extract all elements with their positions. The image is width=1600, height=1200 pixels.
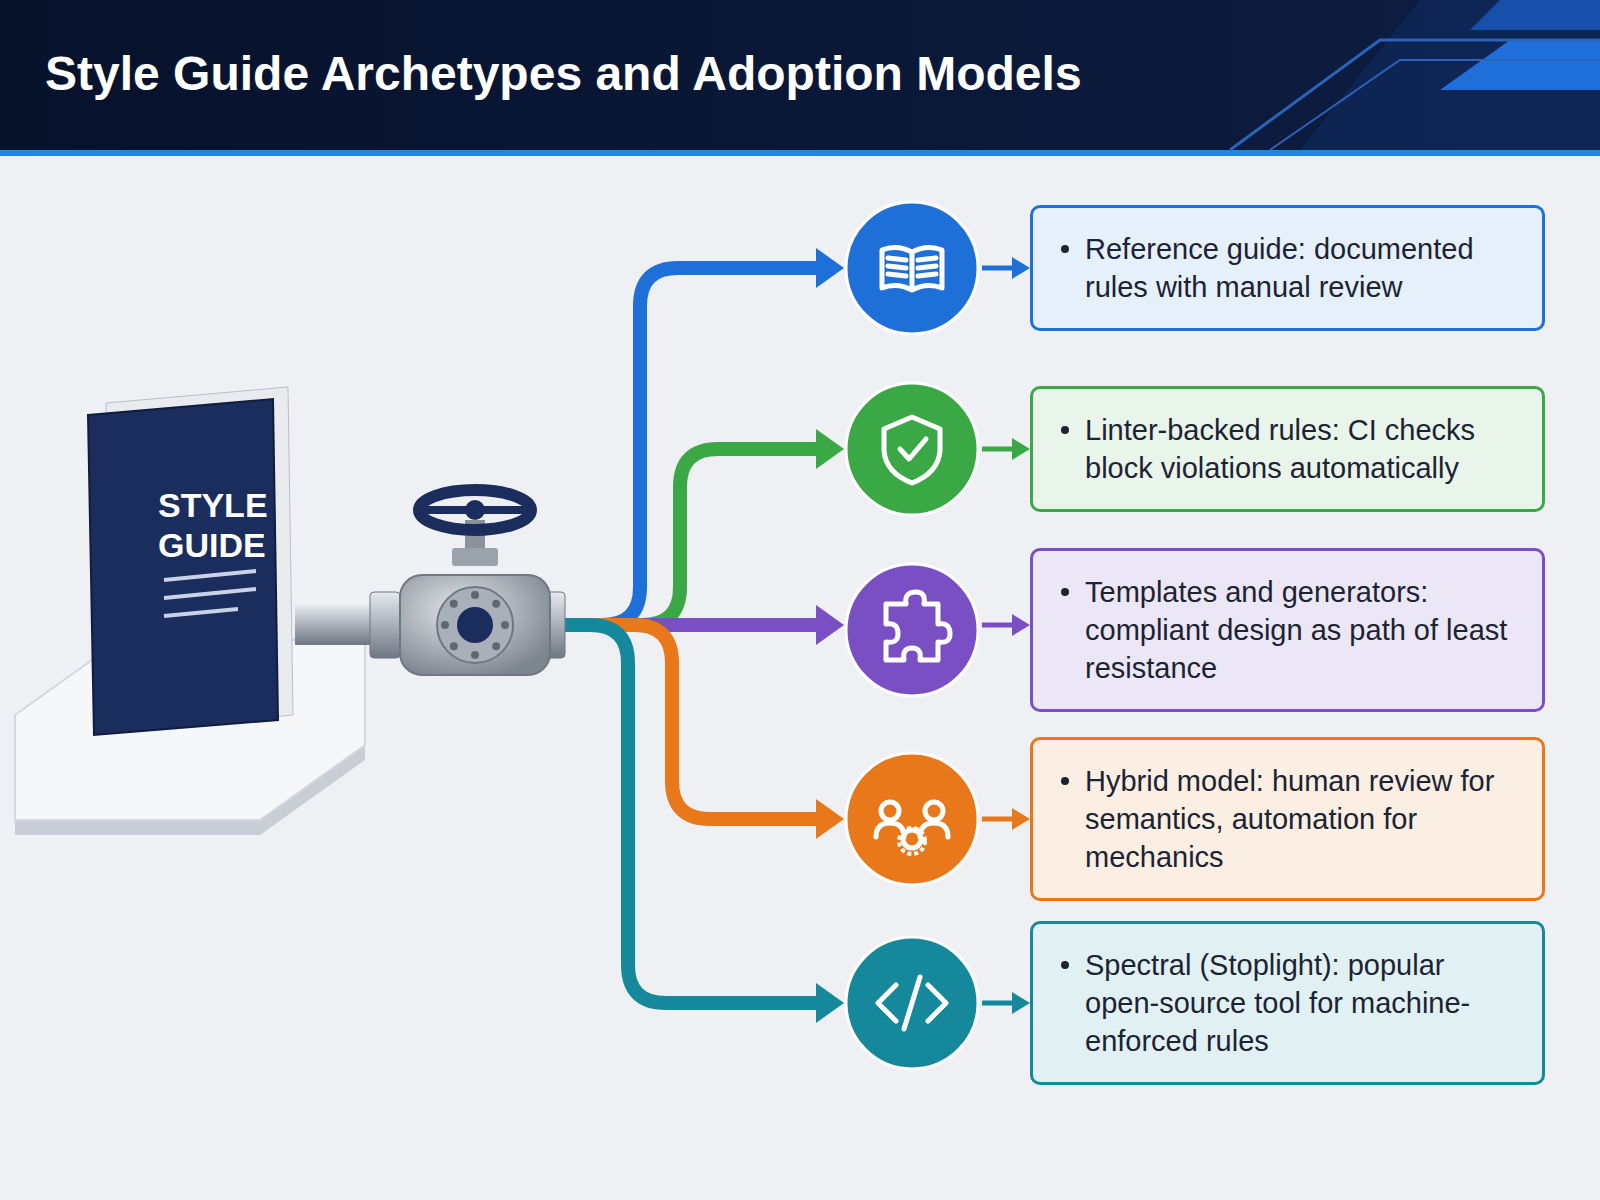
branch-arrowhead: [816, 248, 844, 288]
branch-arrowhead: [816, 605, 844, 645]
title-rule: [0, 150, 1600, 156]
bolt: [492, 600, 500, 608]
link-line: [982, 623, 1016, 628]
link-arrowhead: [1012, 257, 1030, 279]
branch-arrowhead: [816, 429, 844, 469]
icon-badge: [846, 753, 978, 885]
valve: [400, 490, 550, 675]
cover-line: [164, 571, 256, 580]
badge-icon: [878, 977, 946, 1029]
link-line: [982, 1001, 1016, 1006]
book-cover-face: [88, 399, 278, 735]
badge-icon: [884, 417, 940, 483]
box-text: Templates and generators: compliant desi…: [1085, 573, 1522, 687]
bullet: [1061, 588, 1069, 596]
branch-arrowhead: [816, 983, 844, 1023]
branch-line: [298, 268, 824, 625]
description-box: Linter-backed rules: CI checks block vio…: [1030, 386, 1545, 512]
badge-circle: [846, 937, 978, 1069]
link-arrowhead: [1012, 614, 1030, 636]
link-line: [982, 447, 1016, 452]
icon-badge: [846, 937, 978, 1069]
badge-circle: [846, 753, 978, 885]
badge-icon: [882, 247, 942, 290]
branch-arrowhead: [816, 799, 844, 839]
link-line: [982, 817, 1016, 822]
badge-circle: [846, 383, 978, 515]
link-arrowhead: [1012, 438, 1030, 460]
bolt: [501, 621, 509, 629]
bolt: [441, 621, 449, 629]
badge-icon: [876, 802, 948, 848]
description-box: Hybrid model: human review for semantics…: [1030, 737, 1545, 901]
gear-icon: [899, 828, 925, 854]
bullet: [1061, 426, 1069, 434]
book-cover: [88, 395, 298, 735]
box-text: Hybrid model: human review for semantics…: [1085, 762, 1522, 876]
badge-circle: [846, 564, 978, 696]
badge-circle: [846, 202, 978, 334]
description-box: Reference guide: documented rules with m…: [1030, 205, 1545, 331]
badge-icon: [886, 592, 950, 660]
icon-badge: [846, 564, 978, 696]
box-text: Spectral (Stoplight): popular open-sourc…: [1085, 946, 1522, 1060]
link-arrowhead: [1012, 808, 1030, 830]
box-text: Linter-backed rules: CI checks block vio…: [1085, 411, 1522, 487]
cover-line: [164, 609, 238, 616]
icon-badge: [846, 202, 978, 334]
bullet: [1061, 245, 1069, 253]
description-box: Templates and generators: compliant desi…: [1030, 548, 1545, 712]
bolt: [471, 651, 479, 659]
description-box: Spectral (Stoplight): popular open-sourc…: [1030, 921, 1545, 1085]
book-node: STYLE GUIDE: [88, 395, 298, 735]
bullet: [1061, 777, 1069, 785]
bolt: [450, 600, 458, 608]
bolt: [450, 642, 458, 650]
icon-badge: [846, 383, 978, 515]
diagram-title: Style Guide Archetypes and Adoption Mode…: [45, 46, 1082, 101]
bolt: [471, 591, 479, 599]
link-line: [982, 266, 1016, 271]
link-arrowhead: [1012, 992, 1030, 1014]
branch-line: [298, 625, 824, 1003]
box-text: Reference guide: documented rules with m…: [1085, 230, 1522, 306]
bullet: [1061, 961, 1069, 969]
cover-line: [164, 589, 256, 598]
book-title: STYLE GUIDE: [158, 485, 268, 565]
bolt: [492, 642, 500, 650]
